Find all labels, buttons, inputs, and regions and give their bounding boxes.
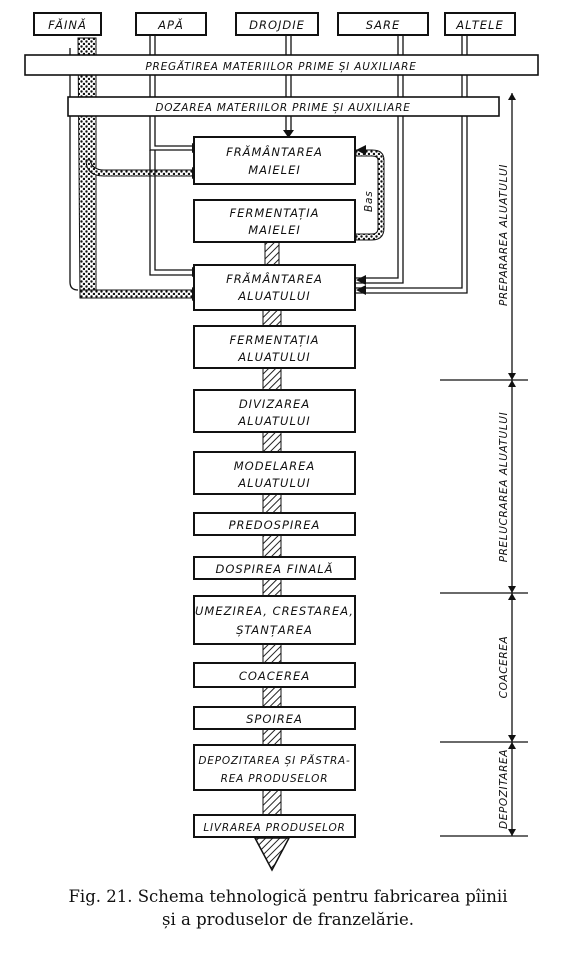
input-box-faina: FĂINĂ bbox=[33, 12, 102, 36]
dosing-bar-label: DOZAREA MATERIILOR PRIME ȘI AUXILIARE bbox=[155, 102, 410, 114]
stage-label-coacere: COACEREA bbox=[498, 636, 510, 699]
flour-pipe bbox=[77, 37, 196, 299]
preparation-bar-label: PREGĂTIREA MATERIILOR PRIME ȘI AUXILIARE bbox=[145, 60, 416, 73]
step-label-line: COACEREA bbox=[239, 669, 310, 683]
figure-caption-line-1: Fig. 21. Schema tehnologică pentru fabri… bbox=[68, 887, 508, 906]
step-label-line: DEPOZITAREA ȘI PĂSTRA- bbox=[198, 754, 350, 767]
step-label-line: PREDOSPIREA bbox=[229, 518, 321, 532]
step-label-line: FRĂMÂNTAREA bbox=[226, 144, 323, 159]
step-modelarea: MODELAREA ALUATULUI bbox=[193, 451, 356, 495]
step-label-line: REA PRODUSELOR bbox=[221, 773, 329, 785]
stage-label-preparare: PREPARAREA ALUATULUI bbox=[498, 164, 510, 306]
stage-label-prelucrare: PRELUCRAREA ALUATULUI bbox=[498, 412, 510, 563]
step-predospirea: PREDOSPIREA bbox=[193, 512, 356, 536]
step-label-line: MAIELEI bbox=[248, 223, 301, 237]
step-label-line: DIVIZAREA bbox=[239, 397, 310, 411]
step-label-line: UMEZIREA, CRESTAREA, bbox=[195, 604, 354, 618]
step-label-line: MAIELEI bbox=[248, 163, 301, 177]
step-label-line: LIVRAREA PRODUSELOR bbox=[203, 822, 345, 834]
step-framantarea-aluatului: FRĂMÂNTAREA ALUATULUI bbox=[193, 264, 356, 311]
input-box-altele: ALTELE bbox=[444, 12, 516, 36]
step-coacerea: COACEREA bbox=[193, 662, 356, 688]
step-label-line: FERMENTAȚIA bbox=[230, 206, 320, 220]
input-box-drojdie: DROJDIE bbox=[235, 12, 319, 36]
step-spoirea: SPOIREA bbox=[193, 706, 356, 730]
stage-rail bbox=[440, 93, 528, 837]
input-label-drojdie: DROJDIE bbox=[249, 18, 305, 32]
dosing-bar: DOZAREA MATERIILOR PRIME ȘI AUXILIARE bbox=[67, 96, 500, 117]
step-label-line: FRĂMÂNTAREA bbox=[226, 271, 323, 286]
step-label-line: ALUATULUI bbox=[237, 289, 310, 303]
step-label-line: ALUATULUI bbox=[237, 476, 310, 490]
input-box-apa: APĂ bbox=[135, 12, 207, 36]
step-divizarea: DIVIZAREA ALUATULUI bbox=[193, 389, 356, 433]
step-label-line: SPOIREA bbox=[246, 712, 303, 726]
stage-label-depozitare: DEPOZITAREA bbox=[498, 749, 510, 829]
step-label-line: ALUATULUI bbox=[237, 350, 310, 364]
bas-label: Bas bbox=[363, 190, 375, 212]
step-label-line: ALUATULUI bbox=[237, 414, 310, 428]
step-label-line: MODELAREA bbox=[234, 459, 316, 473]
step-label-line: ȘTANȚAREA bbox=[236, 623, 313, 637]
step-framantarea-maielei: FRĂMÂNTAREA MAIELEI bbox=[193, 136, 356, 185]
preparation-bar: PREGĂTIREA MATERIILOR PRIME ȘI AUXILIARE bbox=[24, 54, 539, 76]
water-pipe bbox=[69, 36, 192, 291]
others-pipe bbox=[356, 36, 468, 294]
input-box-sare: SARE bbox=[337, 12, 429, 36]
input-label-sare: SARE bbox=[366, 18, 400, 32]
input-label-apa: APĂ bbox=[157, 17, 184, 32]
step-umezirea: UMEZIREA, CRESTAREA, ȘTANȚAREA bbox=[193, 595, 356, 645]
input-label-altele: ALTELE bbox=[455, 18, 503, 32]
step-label-line: DOSPIREA FINALĂ bbox=[215, 561, 333, 576]
step-depozitarea: DEPOZITAREA ȘI PĂSTRA- REA PRODUSELOR bbox=[193, 744, 356, 791]
step-fermentatia-maielei: FERMENTAȚIA MAIELEI bbox=[193, 199, 356, 243]
step-livrarea: LIVRAREA PRODUSELOR bbox=[193, 814, 356, 838]
step-label-line: FERMENTAȚIA bbox=[230, 333, 320, 347]
step-fermentatia-aluatului: FERMENTAȚIA ALUATULUI bbox=[193, 325, 356, 369]
step-dospirea-finala: DOSPIREA FINALĂ bbox=[193, 556, 356, 580]
figure-caption-line-2: și a produselor de franzelărie. bbox=[162, 910, 414, 929]
input-label-faina: FĂINĂ bbox=[48, 17, 87, 32]
